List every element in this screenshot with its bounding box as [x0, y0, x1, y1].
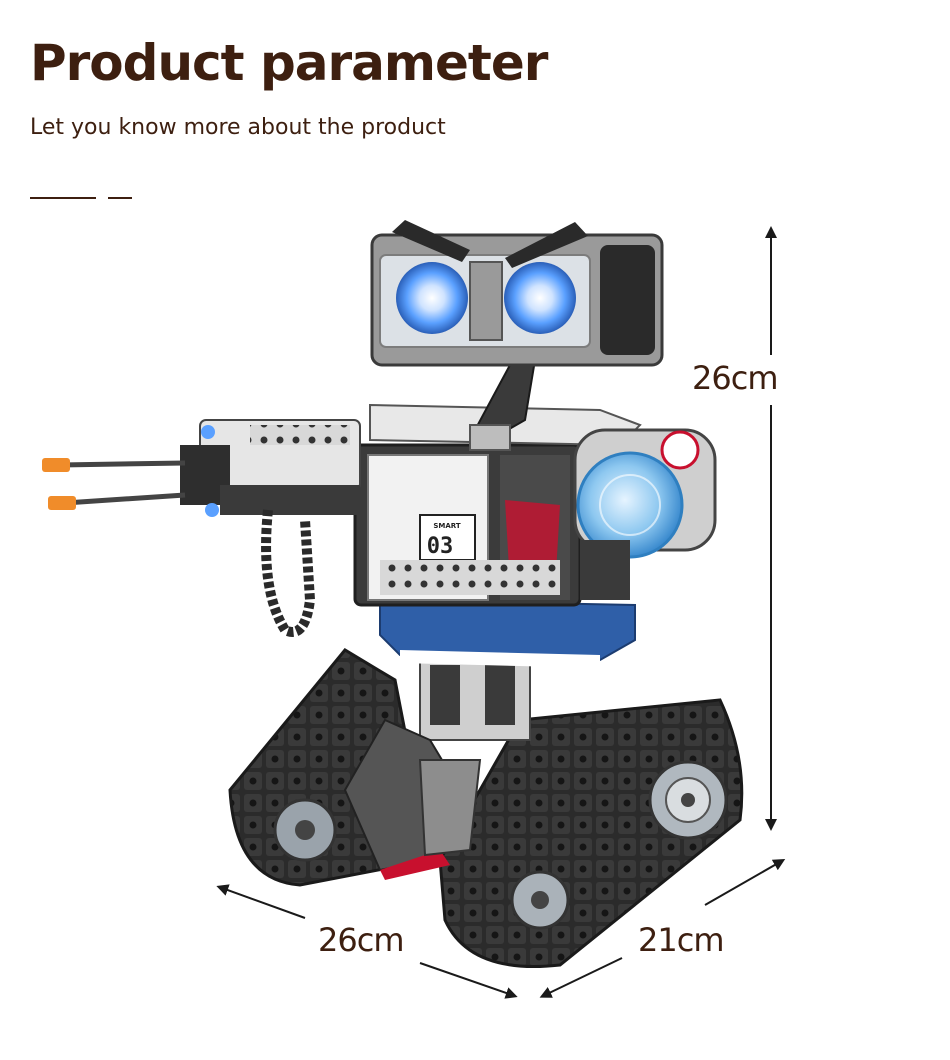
page-title: Product parameter	[30, 34, 548, 92]
waist-band	[379, 598, 636, 668]
chest-smart-label: SMART	[433, 522, 461, 530]
robot-head	[370, 220, 664, 367]
robot-torso: SMART 03	[353, 403, 642, 607]
left-eye-light	[396, 262, 468, 334]
width-dimension-label: 26cm	[318, 921, 404, 959]
chest-number: 03	[427, 534, 454, 559]
height-dimension-label: 26cm	[692, 359, 778, 397]
right-arm-orb	[573, 428, 717, 600]
depth-dimension-label: 21cm	[638, 921, 724, 959]
right-eye-light	[504, 262, 576, 334]
left-arm-blaster	[42, 419, 361, 637]
page-subtitle: Let you know more about the product	[30, 115, 446, 140]
width-arrow	[216, 884, 518, 999]
robot-legs	[343, 649, 531, 880]
right-tread	[438, 698, 744, 969]
decorative-divider-long	[30, 197, 96, 199]
decorative-divider-short	[108, 197, 132, 199]
depth-arrow	[539, 859, 786, 998]
